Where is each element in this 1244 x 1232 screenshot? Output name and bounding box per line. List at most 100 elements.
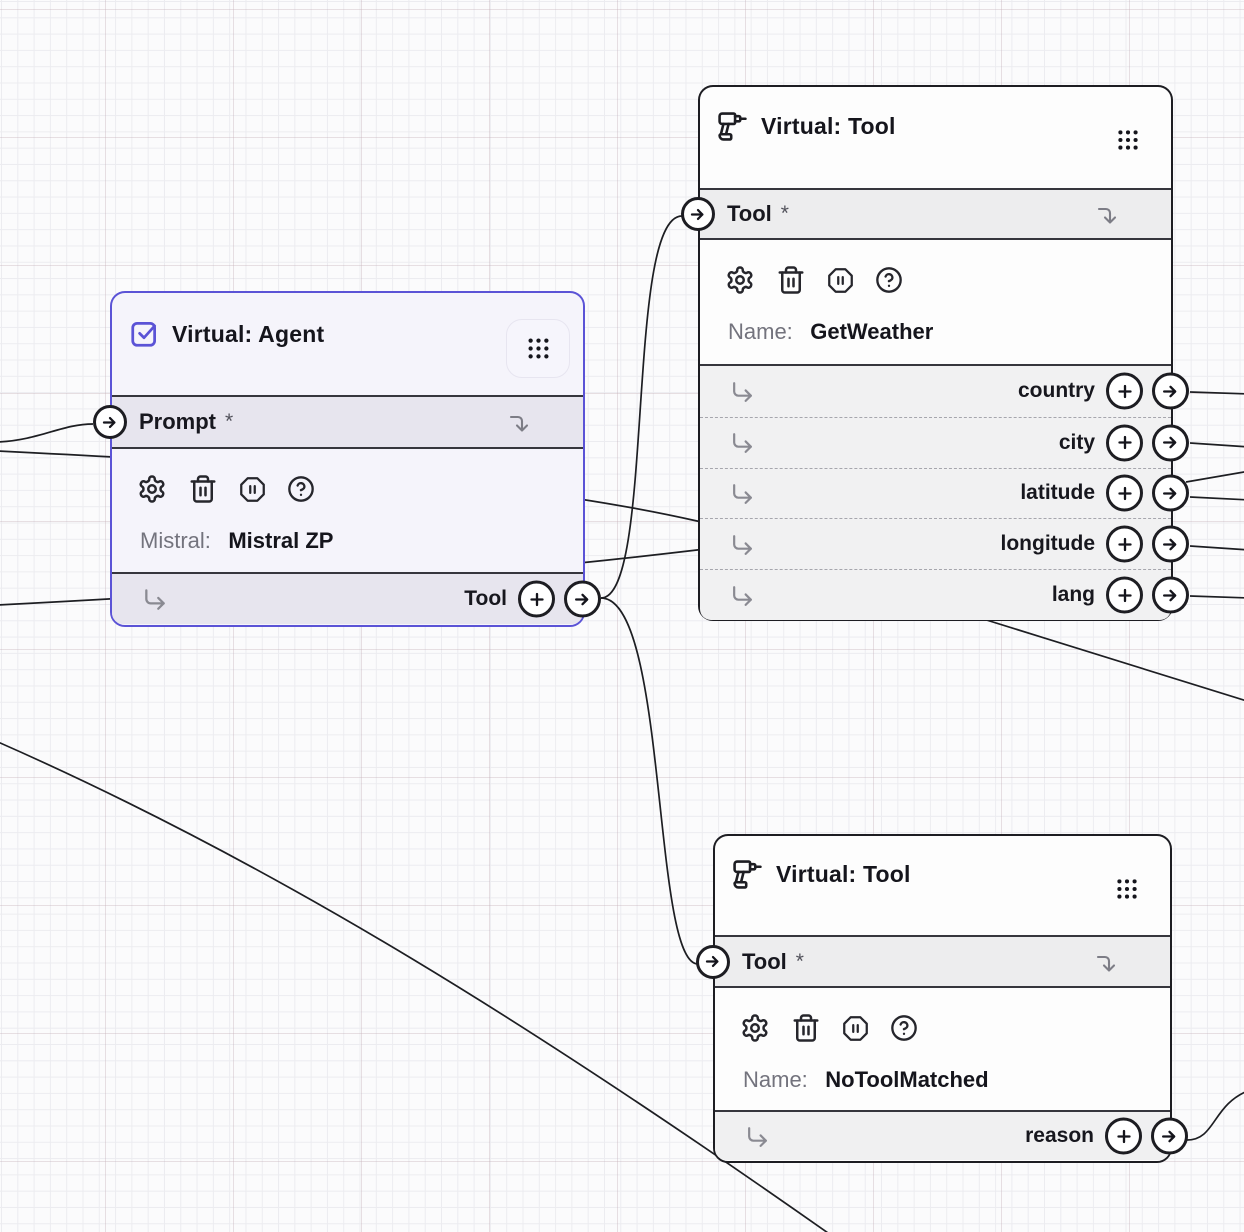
corner-down-right-icon [745,1124,770,1149]
name-line: Name: GetWeather [725,319,1151,345]
corner-down-right-icon [730,481,755,506]
output-row-country: country [700,366,1189,417]
drag-handle[interactable] [1115,127,1141,153]
output-row-lang: lang [700,569,1189,620]
output-handle-city[interactable] [1151,424,1189,462]
input-row-prompt: Prompt * [92,395,583,449]
corner-down-right-icon [730,430,755,455]
output-handle-tool[interactable] [563,580,601,618]
add-output-button[interactable] [1106,576,1143,614]
node-toolbar [725,265,1151,295]
param-value: Mistral ZP [228,528,334,553]
edge-reason-out[interactable] [1186,1090,1244,1141]
edge-latitude-out-a[interactable] [1185,471,1244,483]
drill-icon [732,859,763,890]
corner-right-down-icon [507,410,531,434]
input-row-tool: Tool * [695,935,1170,988]
name-line: Name: NoToolMatched [740,1067,1150,1093]
node-body: Mistral: Mistral ZP [112,449,583,572]
trash-icon[interactable] [188,474,218,504]
edge-under-getweather[interactable] [979,617,1244,702]
output-handle-reason[interactable] [1150,1117,1188,1155]
param-line: Mistral: Mistral ZP [137,528,563,554]
param-label: Mistral: [140,528,211,553]
node-title: Virtual: Tool [761,113,896,139]
add-output-button[interactable] [1105,1117,1142,1155]
pause-icon[interactable] [842,1015,869,1042]
input-handle-prompt[interactable] [92,405,127,439]
drill-icon [717,111,748,142]
pause-icon[interactable] [239,476,266,503]
corner-down-right-icon [730,583,755,608]
edge-into-prompt[interactable] [0,423,94,443]
edge-latitude-out-b[interactable] [1189,496,1244,501]
required-asterisk: * [780,202,789,225]
required-asterisk: * [795,949,804,973]
add-output-button[interactable] [1106,372,1143,410]
corner-down-right-icon [142,586,168,612]
output-row-reason: reason [715,1110,1188,1160]
settings-icon[interactable] [740,1013,770,1043]
trash-icon[interactable] [776,265,806,295]
edge-long-diagonal[interactable] [0,741,838,1232]
help-icon[interactable] [875,266,903,294]
node-title: Virtual: Tool [776,861,911,887]
edge-longitude-out[interactable] [1189,545,1244,551]
node-toolbar [137,474,563,504]
input-row-label: Tool [727,201,772,226]
node-title: Virtual: Agent [172,320,325,347]
settings-icon[interactable] [725,265,755,295]
add-output-button[interactable] [518,580,555,618]
edge-lang-out[interactable] [1189,595,1244,599]
input-row-label: Tool [742,948,787,974]
help-icon[interactable] [890,1014,918,1042]
name-label: Name: [728,319,793,344]
edge-country-out[interactable] [1189,391,1244,395]
edge-agent-to-nomatch[interactable] [600,597,699,965]
help-icon[interactable] [287,475,315,503]
pause-icon[interactable] [827,267,854,294]
output-row-tool: Tool [112,572,601,624]
input-row-label: Prompt [139,409,216,434]
node-virtual-tool-nomatch[interactable]: Virtual: Tool Tool * Name: NoToolMatched… [695,834,1188,1163]
output-label: longitude [1000,532,1095,556]
output-row-latitude: latitude [700,467,1189,519]
output-label: city [1058,430,1095,454]
node-virtual-tool-getweather[interactable]: Virtual: Tool Tool * Name: GetWeather [680,85,1189,621]
edge-agent-to-getweather[interactable] [600,215,683,599]
output-handle-longitude[interactable] [1151,525,1189,563]
drag-handle[interactable] [1114,876,1140,902]
output-handle-country[interactable] [1151,372,1189,410]
edge-city-out[interactable] [1189,442,1244,448]
output-row-city: city [700,416,1189,468]
input-handle-tool[interactable] [680,197,715,231]
output-handle-lang[interactable] [1151,576,1189,614]
name-label: Name: [743,1067,808,1092]
output-label: country [1017,379,1095,403]
drag-handle[interactable] [506,319,570,378]
output-handle-latitude[interactable] [1151,474,1189,512]
node-body: Name: GetWeather [700,240,1171,364]
input-handle-tool[interactable] [695,944,730,979]
corner-right-down-icon [1094,950,1118,974]
add-output-button[interactable] [1106,424,1143,462]
corner-down-right-icon [730,532,755,557]
required-asterisk: * [225,410,234,433]
output-row-longitude: longitude [700,518,1189,569]
trash-icon[interactable] [791,1013,821,1043]
node-header: Virtual: Tool [715,836,1170,935]
add-output-button[interactable] [1106,474,1143,512]
node-header: Virtual: Agent [112,293,583,395]
output-label: lang [1051,583,1095,607]
add-output-button[interactable] [1106,525,1143,563]
input-row-tool: Tool * [680,188,1171,240]
node-virtual-agent[interactable]: Virtual: Agent Prompt * Mistral: Mistral… [92,291,601,627]
node-body: Name: NoToolMatched [715,988,1170,1110]
corner-down-right-icon [730,379,755,404]
outputs-section: country city latitude longitude [700,364,1189,620]
output-label: latitude [1020,481,1095,505]
output-label: reason [1025,1124,1094,1147]
settings-icon[interactable] [137,474,167,504]
name-value: GetWeather [810,319,934,344]
